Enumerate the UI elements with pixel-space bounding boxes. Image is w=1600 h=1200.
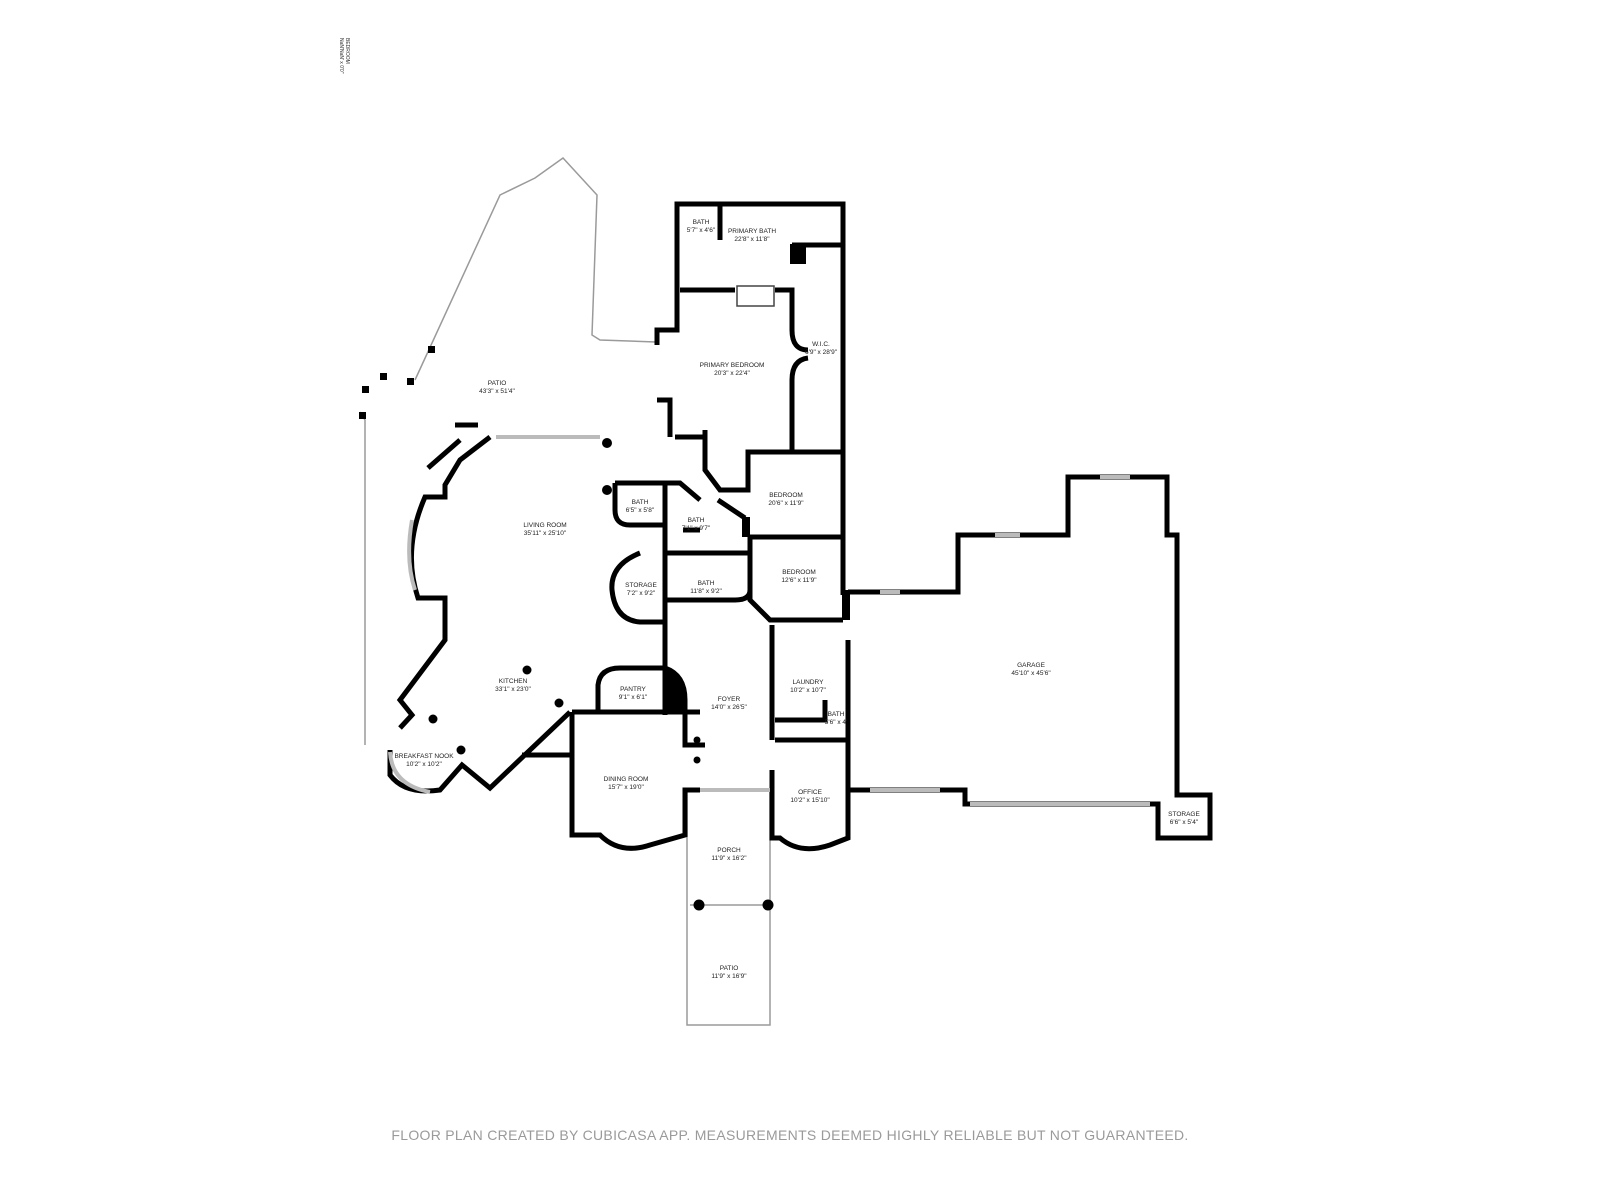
room-size: 5'7" x 4'6" — [687, 227, 716, 234]
room-name: GARAGE — [1017, 662, 1045, 669]
disclaimer-footer: FLOOR PLAN CREATED BY CUBICASA APP. MEAS… — [391, 1127, 1189, 1143]
patio-outline — [359, 157, 657, 745]
room-name: FOYER — [718, 696, 741, 703]
room-name: BATH — [632, 499, 649, 506]
room-name: KITCHEN — [499, 678, 528, 685]
room-size: 14'0" x 26'5" — [711, 704, 747, 711]
room-name: LAUNDRY — [793, 679, 825, 686]
room-size: 43'3" x 51'4" — [479, 388, 515, 395]
room-name: BATH — [698, 580, 715, 587]
room-size: 10'2" x 10'7" — [790, 687, 826, 694]
room-size: 20'6" x 11'9" — [768, 500, 804, 507]
room-name: BATH — [688, 517, 705, 524]
room-size: 12'6" x 11'9" — [781, 577, 817, 584]
patio-posts — [359, 346, 435, 419]
room-name: PANTRY — [620, 686, 646, 693]
living-kitchen-walls — [387, 422, 572, 794]
room-size: 22'8" x 11'8" — [734, 236, 770, 243]
room-name: DINING ROOM — [604, 776, 649, 783]
room-name: STORAGE — [625, 582, 657, 589]
room-size: 35'11" x 25'10" — [524, 530, 567, 537]
room-size: 7'1" x 9'7" — [682, 525, 711, 532]
room-name: STORAGE — [1168, 811, 1200, 818]
room-size: 11'8" x 9'2" — [690, 588, 722, 595]
primary-suite-walls — [654, 201, 846, 595]
room-size: 20'3" x 22'4" — [714, 370, 750, 377]
room-size: 10'2" x 10'2" — [406, 761, 442, 768]
room-name: PRIMARY BATH — [728, 228, 776, 235]
garage-walls — [848, 474, 1213, 841]
room-name: BEDROOM — [769, 492, 803, 499]
room-name: OFFICE — [798, 789, 822, 796]
room-name: BATH — [693, 219, 710, 226]
room-size: 6'6" x 5'4" — [1170, 819, 1199, 826]
room-size: 6'9" x 28'9" — [805, 349, 838, 356]
room-size: 10'2" x 15'10" — [790, 797, 830, 804]
room-size: 7'2" x 9'2" — [627, 590, 656, 597]
room-size: 33'1" x 23'0" — [495, 686, 531, 693]
room-name: PORCH — [717, 847, 741, 854]
room-name: PATIO — [720, 965, 739, 972]
room-size: 5'6" x 4' — [825, 719, 848, 726]
room-name: PATIO — [488, 380, 507, 387]
room-size: 6'5" x 5'8" — [626, 507, 655, 514]
room-size: 11'9" x 16'9" — [711, 973, 747, 980]
room-size: 45'10" x 45'6" — [1011, 670, 1051, 677]
room-name: BATH — [828, 711, 845, 718]
room-size: 15'7" x 19'0" — [608, 784, 644, 791]
room-size: 9'1" x 6'1" — [619, 694, 648, 701]
room-size: 11'9" x 16'2" — [711, 855, 747, 862]
columns — [428, 438, 774, 911]
room-name: PRIMARY BEDROOM — [700, 362, 765, 369]
room-name: W.I.C. — [812, 341, 830, 348]
room-name: LIVING ROOM — [523, 522, 566, 529]
room-name: BEDROOM — [782, 569, 816, 576]
room-name: BREAKFAST NOOK — [394, 753, 454, 760]
